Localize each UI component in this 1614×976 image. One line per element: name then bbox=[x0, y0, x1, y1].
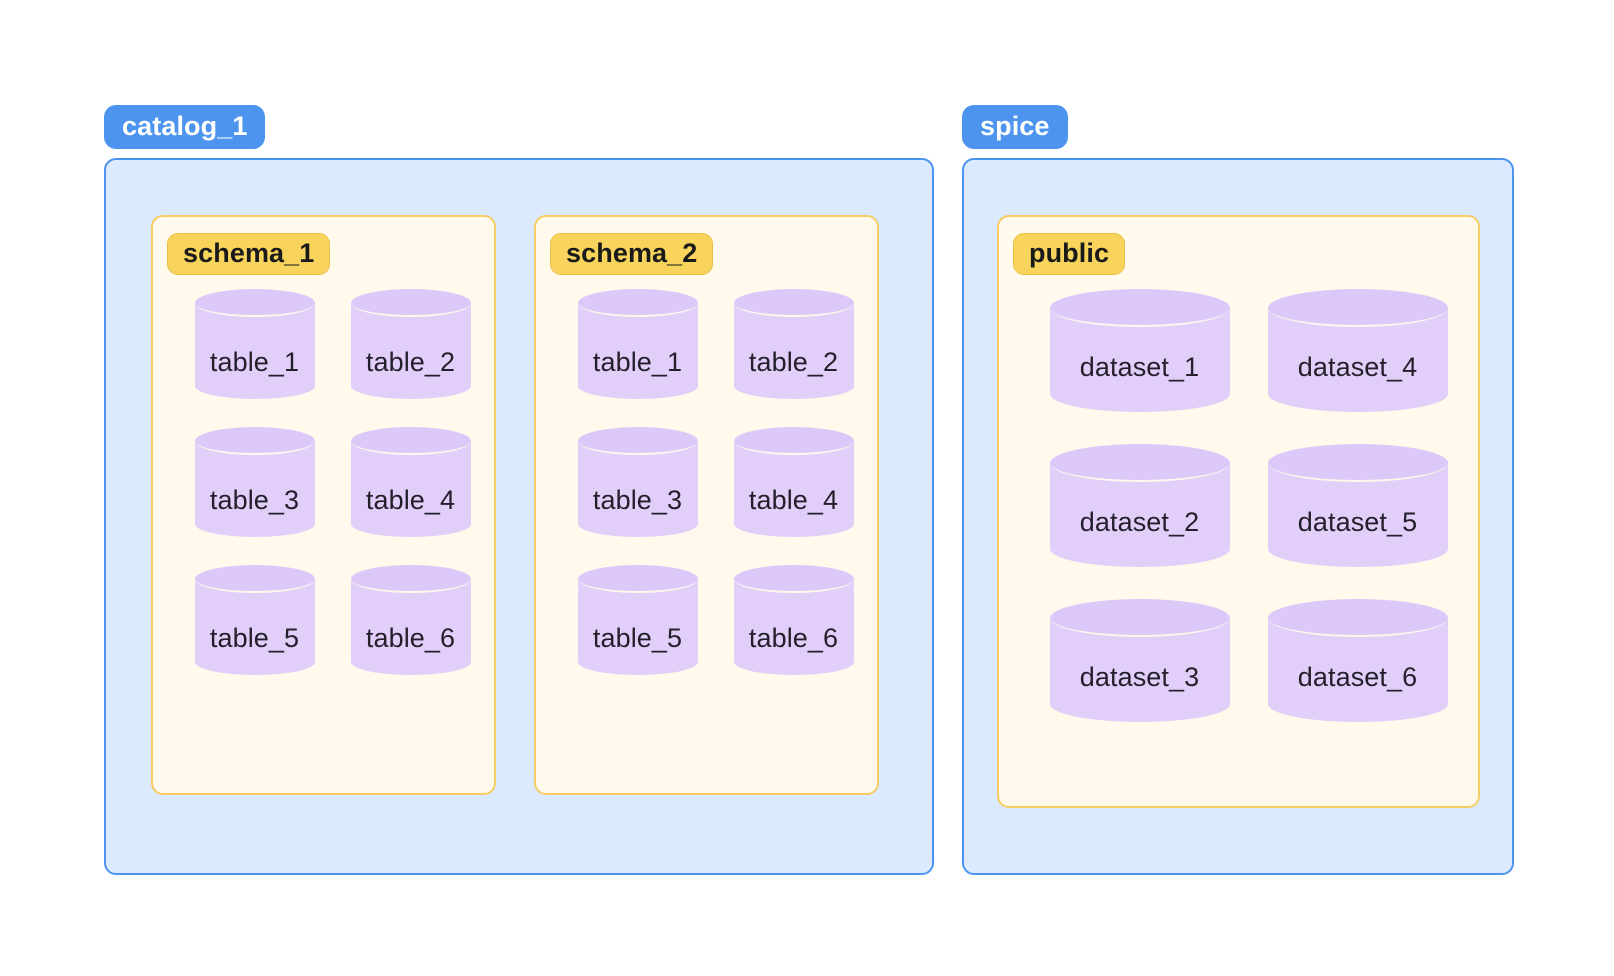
table-node[interactable]: table_1 bbox=[577, 289, 698, 400]
table-node[interactable]: table_3 bbox=[577, 427, 698, 538]
cylinder-top bbox=[194, 427, 315, 456]
schema-box-public: public dataset_1 dataset_4 bbox=[997, 215, 1480, 808]
table-node[interactable]: table_4 bbox=[350, 427, 471, 538]
schema-tag-schema_2[interactable]: schema_2 bbox=[550, 233, 714, 276]
cylinder-top bbox=[1049, 599, 1230, 638]
node-grid-schema_1: table_1 table_2 table_3 bbox=[171, 289, 494, 676]
schema-tag-public[interactable]: public bbox=[1013, 233, 1126, 276]
catalog-box-catalog_1: schema_1 table_1 table_2 bbox=[104, 158, 934, 875]
dataset-node[interactable]: dataset_4 bbox=[1267, 289, 1448, 413]
node-label: dataset_1 bbox=[1079, 352, 1200, 383]
dataset-node[interactable]: dataset_1 bbox=[1049, 289, 1230, 413]
node-label: table_6 bbox=[365, 623, 456, 654]
node-label: dataset_6 bbox=[1297, 662, 1418, 693]
table-node[interactable]: table_6 bbox=[350, 565, 471, 676]
table-node[interactable]: table_4 bbox=[733, 427, 854, 538]
dataset-node[interactable]: dataset_5 bbox=[1267, 444, 1448, 568]
table-node[interactable]: table_5 bbox=[194, 565, 315, 676]
dataset-node[interactable]: dataset_3 bbox=[1049, 599, 1230, 723]
catalog-box-spice: public dataset_1 dataset_4 bbox=[962, 158, 1514, 875]
cylinder-top bbox=[350, 427, 471, 456]
cylinder-top bbox=[194, 289, 315, 318]
node-grid-schema_2: table_1 table_2 table_3 bbox=[554, 289, 877, 676]
cylinder-top bbox=[733, 289, 854, 318]
node-label: table_3 bbox=[209, 485, 300, 516]
schema-tag-schema_1[interactable]: schema_1 bbox=[167, 233, 331, 276]
cylinder-top bbox=[1049, 289, 1230, 328]
node-label: table_6 bbox=[748, 623, 839, 654]
cylinder-top bbox=[1267, 599, 1448, 638]
dataset-node[interactable]: dataset_6 bbox=[1267, 599, 1448, 723]
node-label: table_4 bbox=[748, 485, 839, 516]
table-node[interactable]: table_2 bbox=[733, 289, 854, 400]
node-label: dataset_2 bbox=[1079, 507, 1200, 538]
node-label: dataset_4 bbox=[1297, 352, 1418, 383]
table-node[interactable]: table_1 bbox=[194, 289, 315, 400]
cylinder-top bbox=[194, 565, 315, 594]
catalog-group-catalog_1: catalog_1 schema_1 table_1 bbox=[104, 105, 934, 875]
cylinder-top bbox=[577, 427, 698, 456]
node-label: table_1 bbox=[592, 347, 683, 378]
node-grid-public: dataset_1 dataset_4 dataset_2 bbox=[1019, 289, 1478, 723]
cylinder-top bbox=[350, 289, 471, 318]
cylinder-top bbox=[577, 565, 698, 594]
schema-box-schema_1: schema_1 table_1 table_2 bbox=[151, 215, 496, 795]
node-label: table_1 bbox=[209, 347, 300, 378]
cylinder-top bbox=[733, 427, 854, 456]
cylinder-top bbox=[1267, 289, 1448, 328]
table-node[interactable]: table_5 bbox=[577, 565, 698, 676]
node-label: table_2 bbox=[748, 347, 839, 378]
dataset-node[interactable]: dataset_2 bbox=[1049, 444, 1230, 568]
cylinder-top bbox=[350, 565, 471, 594]
cylinder-top bbox=[1267, 444, 1448, 483]
table-node[interactable]: table_3 bbox=[194, 427, 315, 538]
catalog-group-spice: spice public dataset_1 dat bbox=[962, 105, 1514, 875]
node-label: table_5 bbox=[592, 623, 683, 654]
node-label: table_4 bbox=[365, 485, 456, 516]
node-label: dataset_5 bbox=[1297, 507, 1418, 538]
cylinder-top bbox=[577, 289, 698, 318]
node-label: table_3 bbox=[592, 485, 683, 516]
table-node[interactable]: table_6 bbox=[733, 565, 854, 676]
cylinder-top bbox=[1049, 444, 1230, 483]
node-label: table_5 bbox=[209, 623, 300, 654]
table-node[interactable]: table_2 bbox=[350, 289, 471, 400]
schema-box-schema_2: schema_2 table_1 table_2 bbox=[534, 215, 879, 795]
node-label: dataset_3 bbox=[1079, 662, 1200, 693]
cylinder-top bbox=[733, 565, 854, 594]
node-label: table_2 bbox=[365, 347, 456, 378]
catalog-tag-catalog_1[interactable]: catalog_1 bbox=[104, 105, 266, 150]
catalog-tag-spice[interactable]: spice bbox=[962, 105, 1068, 150]
